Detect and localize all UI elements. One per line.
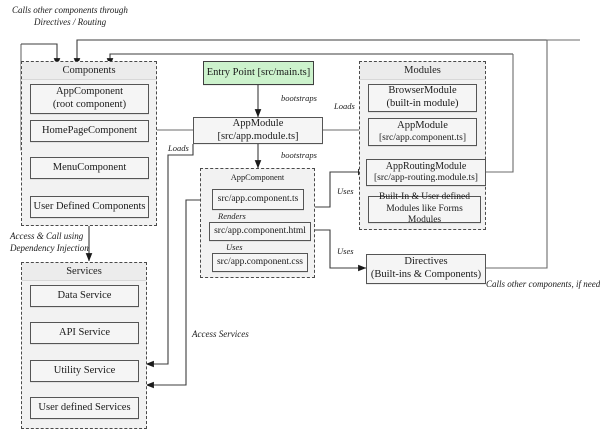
edge-label-uses-css: Uses (226, 242, 243, 252)
node-api-service-label: API Service (58, 326, 111, 338)
node-app-component-css[interactable]: src/app.component.css (212, 253, 308, 272)
node-directives-label1: Directives (404, 256, 448, 268)
edge-label-loads-components: Loads (168, 143, 189, 153)
node-app-component[interactable]: AppComponent (root component) (30, 84, 149, 114)
node-home-page-component[interactable]: HomePageComponent (30, 120, 149, 142)
edge-label-uses-routing: Uses (337, 186, 354, 196)
node-data-service[interactable]: Data Service (30, 285, 139, 307)
note-line-1: Calls other components through (12, 5, 128, 15)
node-modules-app-module-label1: AppModule (397, 119, 448, 131)
note-calls-other-components: Calls other components through Directive… (12, 4, 128, 28)
node-app-routing-module-label1: AppRoutingModule (385, 160, 467, 172)
node-entry-point-label: Entry Point [src/main.ts] (206, 66, 311, 78)
note-di-line-2: Dependency Injection (10, 243, 89, 254)
node-builtin-user-modules[interactable]: Built-In & User defined Modules like For… (368, 192, 481, 225)
node-user-defined-components[interactable]: User Defined Components (30, 196, 149, 218)
node-modules-app-module-label2: [src/app.component.ts] (378, 132, 467, 143)
note-dependency-injection: Access & Call using Dependency Injection (10, 230, 89, 254)
node-app-routing-module[interactable]: AppRoutingModule [src/app-routing.module… (366, 159, 486, 186)
node-app-component-ts[interactable]: src/app.component.ts (212, 189, 304, 210)
node-data-service-label: Data Service (57, 289, 112, 301)
node-app-module-label: AppModule [src/app.module.ts] (217, 117, 299, 142)
note-calls-other-components-if-needed: Calls other components, if needed (486, 279, 600, 289)
node-app-module[interactable]: AppModule [src/app.module.ts] (193, 117, 323, 144)
node-user-defined-components-label: User Defined Components (33, 200, 146, 212)
note-di-line-1: Access & Call using (10, 231, 84, 241)
edge-label-loads-modules: Loads (334, 101, 355, 111)
node-menu-component[interactable]: MenuComponent (30, 157, 149, 179)
note-access-services: Access Services (192, 329, 249, 339)
edge-label-renders: Renders (218, 211, 246, 221)
node-app-component-label1: AppComponent (55, 86, 124, 98)
group-app-component-title: AppComponent [src/app.component.ts] (219, 173, 296, 199)
node-home-page-component-label: HomePageComponent (41, 124, 138, 136)
group-components-title: Components (22, 62, 156, 80)
group-modules-title: Modules (360, 62, 485, 80)
node-directives[interactable]: Directives (Built-ins & Components) (366, 254, 486, 284)
node-app-component-ts-label: src/app.component.ts (217, 193, 299, 204)
node-utility-service-label: Utility Service (53, 364, 116, 376)
node-app-component-html[interactable]: src/app.component.html (209, 222, 311, 241)
note-line-2: Directives / Routing (34, 17, 107, 28)
edge-label-bootstraps-component: bootstraps (281, 150, 317, 160)
node-api-service[interactable]: API Service (30, 322, 139, 344)
node-user-defined-services[interactable]: User defined Services (30, 397, 139, 419)
group-services-title: Services (22, 263, 146, 281)
node-user-defined-services-label: User defined Services (38, 401, 131, 413)
node-app-component-css-label: src/app.component.css (216, 256, 303, 267)
node-app-routing-module-label2: [src/app-routing.module.ts] (374, 172, 478, 183)
node-utility-service[interactable]: Utility Service (30, 360, 139, 382)
node-app-component-label2: (root component) (52, 99, 127, 110)
edge-label-uses-directives: Uses (337, 246, 354, 256)
node-browser-module-label1: BrowserModule (388, 85, 457, 97)
node-browser-module[interactable]: BrowserModule (built-in module) (368, 84, 477, 112)
node-modules-app-module[interactable]: AppModule [src/app.component.ts] (368, 118, 477, 146)
node-browser-module-label2: (built-in module) (386, 98, 459, 109)
node-entry-point[interactable]: Entry Point [src/main.ts] (203, 61, 314, 85)
edge-label-bootstraps-entry: bootstraps (281, 93, 317, 103)
node-directives-label2: (Built-ins & Components) (370, 269, 482, 280)
node-builtin-user-modules-label2: Modules like Forms Modules (386, 203, 463, 226)
node-builtin-user-modules-label1: Built-In & User defined (378, 192, 471, 203)
node-app-component-html-label: src/app.component.html (214, 225, 306, 236)
node-menu-component-label: MenuComponent (52, 161, 127, 173)
